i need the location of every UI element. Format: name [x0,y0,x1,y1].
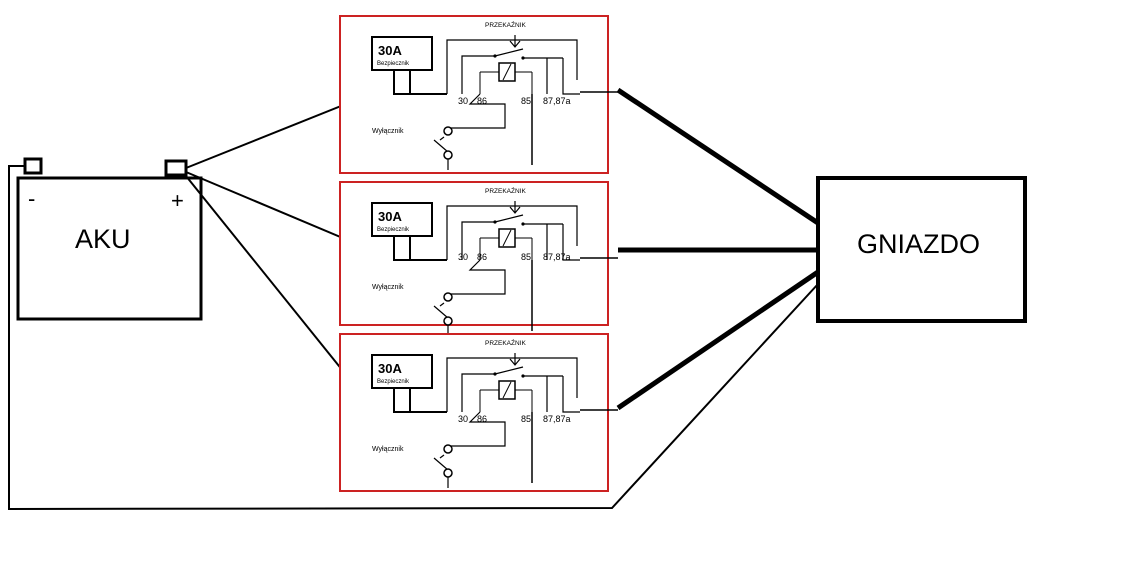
fuse-value: 30A [378,361,402,376]
relay-module-1: 30A Bezpiecznik PRZEKAŹNIK Wyłącznik 30 … [339,15,619,174]
battery-plus-label: + [171,188,184,213]
terminal-30: 30 [458,414,468,424]
battery-positive-terminal [164,159,188,177]
fuse-label: Bezpiecznik [377,379,410,385]
output-wire-1 [616,87,820,226]
relay-label: PRZEKAŹNIK [485,186,526,195]
fuse-value: 30A [378,209,402,224]
terminal-86: 86 [477,252,487,262]
relay-module-2: 30A Bezpiecznik PRZEKAŹNIK Wyłącznik 30 … [339,181,619,337]
fuse-label: Bezpiecznik [377,61,410,67]
switch-label: Wyłącznik [372,446,404,453]
battery-body [16,176,203,321]
battery: - + AKU [16,157,203,321]
relay-module-3: 30A Bezpiecznik PRZEKAŹNIK Wyłącznik 30 … [339,333,619,492]
terminal-85: 85 [521,414,531,424]
battery-negative-terminal [23,157,43,175]
terminal-30: 30 [458,252,468,262]
fuse-value: 30A [378,43,402,58]
battery-label: AKU [75,224,131,254]
socket-label: GNIAZDO [857,229,980,259]
ground-wire [8,165,819,511]
terminal-85: 85 [521,252,531,262]
output-wire-3 [616,269,820,411]
socket-body [816,176,1027,323]
terminal-86: 86 [477,96,487,106]
terminal-87: 87,87a [543,96,571,106]
switch-label: Wyłącznik [372,284,404,291]
switch-label: Wyłącznik [372,128,404,135]
terminal-86: 86 [477,414,487,424]
terminal-87: 87,87a [543,414,571,424]
socket: GNIAZDO [816,176,1027,323]
terminal-87: 87,87a [543,252,571,262]
fuse-label: Bezpiecznik [377,227,410,233]
terminal-30: 30 [458,96,468,106]
terminal-85: 85 [521,96,531,106]
relay-label: PRZEKAŹNIK [485,338,526,347]
relay-label: PRZEKAŹNIK [485,20,526,29]
battery-minus-label: - [28,186,35,211]
